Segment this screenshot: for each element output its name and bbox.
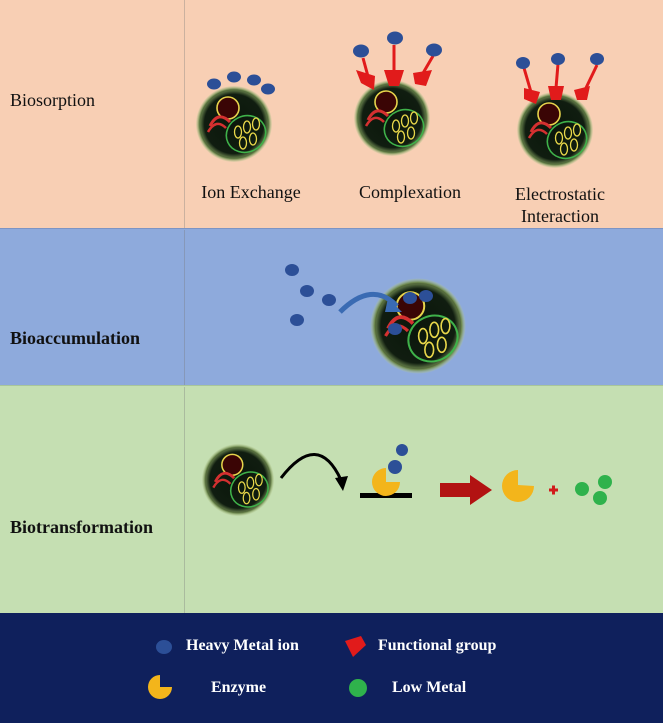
electrostatic-caption: Electrostatic	[515, 184, 605, 204]
biotransformation-panel	[0, 385, 663, 614]
legend-enzyme: Enzyme	[211, 679, 267, 696]
legend-panel	[0, 613, 663, 723]
uptake-arrow	[338, 291, 399, 314]
bioaccumulation-label: Bioaccumulation	[10, 328, 141, 348]
heavy-metal-ion-icon	[516, 53, 604, 69]
ion-exchange-cell	[194, 84, 274, 164]
enzyme-icon	[372, 468, 400, 496]
heavy-metal-ion-icon	[285, 264, 433, 335]
plus-icon	[549, 485, 558, 495]
interaction-caption: Interaction	[521, 206, 599, 226]
bioaccumulation-panel	[0, 228, 663, 386]
enzyme-icon	[502, 470, 534, 502]
heavy-metal-legend-icon	[156, 640, 172, 654]
electrostatic-cell	[515, 90, 595, 170]
column-divider	[184, 230, 185, 385]
heavy-metal-ion-icon	[207, 71, 275, 95]
column-divider	[184, 387, 185, 613]
biotransformation-cell	[200, 442, 276, 518]
column-divider	[184, 0, 185, 228]
legend-heavy-metal: Heavy Metal ion	[186, 637, 299, 654]
enzyme-legend-icon	[148, 675, 172, 699]
ion-exchange-caption: Ion Exchange	[201, 182, 301, 202]
reaction-arrow	[440, 475, 492, 505]
functional-group-icon	[356, 45, 435, 90]
complexation-caption: Complexation	[359, 182, 461, 202]
legend-functional-group: Functional group	[378, 637, 497, 654]
functional-group-legend-icon	[345, 636, 366, 657]
heavy-metal-ion-icon	[353, 31, 442, 58]
transfer-arrow	[279, 453, 343, 481]
legend-low-metal: Low Metal	[392, 679, 467, 696]
biosorption-label: Biosorption	[10, 90, 96, 110]
low-metal-legend-icon	[349, 679, 367, 697]
complexation-cell	[352, 78, 432, 158]
functional-group-icon	[522, 63, 599, 104]
low-metal-icon	[575, 475, 612, 505]
bioaccumulation-cell	[368, 276, 468, 376]
biotransformation-label: Biotransformation	[10, 517, 153, 537]
